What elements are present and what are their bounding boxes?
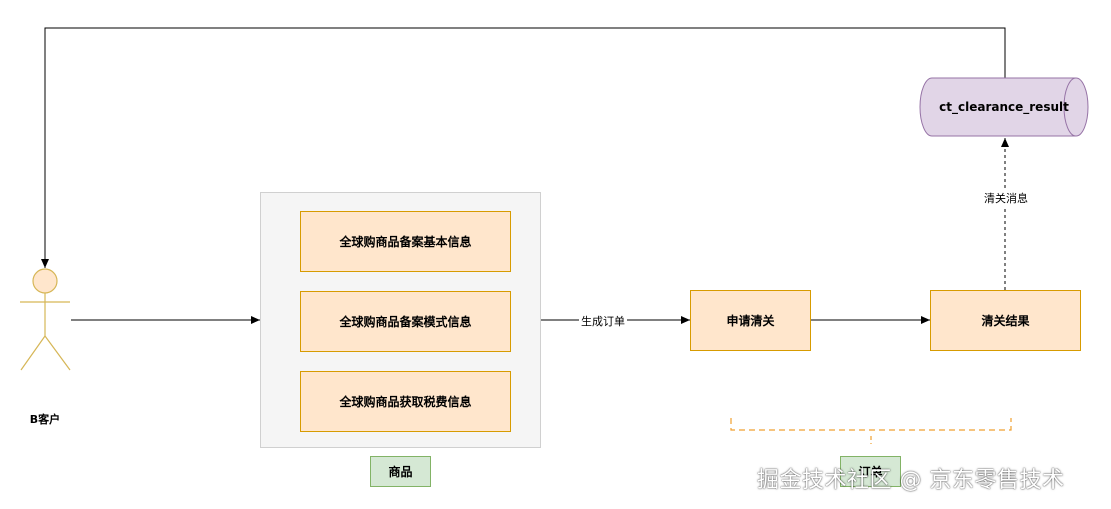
clearance-result-node: 清关结果 [930, 290, 1081, 351]
customer-actor-label: B客户 [29, 413, 61, 426]
apply-clearance-node: 申请清关 [690, 290, 811, 351]
clearance-message-label: 清关消息 [982, 190, 1030, 206]
order-group-bracket [730, 418, 1012, 431]
order-caption: 订单 [840, 456, 901, 487]
watermark-text: 掘金技术社区 @ 京东零售技术 [757, 468, 1065, 493]
generate-order-label: 生成订单 [579, 313, 627, 329]
goods-caption: 商品 [370, 456, 431, 487]
goods-item-tax-info: 全球购商品获取税费信息 [300, 371, 511, 432]
customer-actor-icon [20, 268, 71, 371]
goods-item-mode-info: 全球购商品备案模式信息 [300, 291, 511, 352]
clearance-result-table-label: ct_clearance_result [939, 100, 1069, 114]
goods-item-basic-info: 全球购商品备案基本信息 [300, 211, 511, 272]
